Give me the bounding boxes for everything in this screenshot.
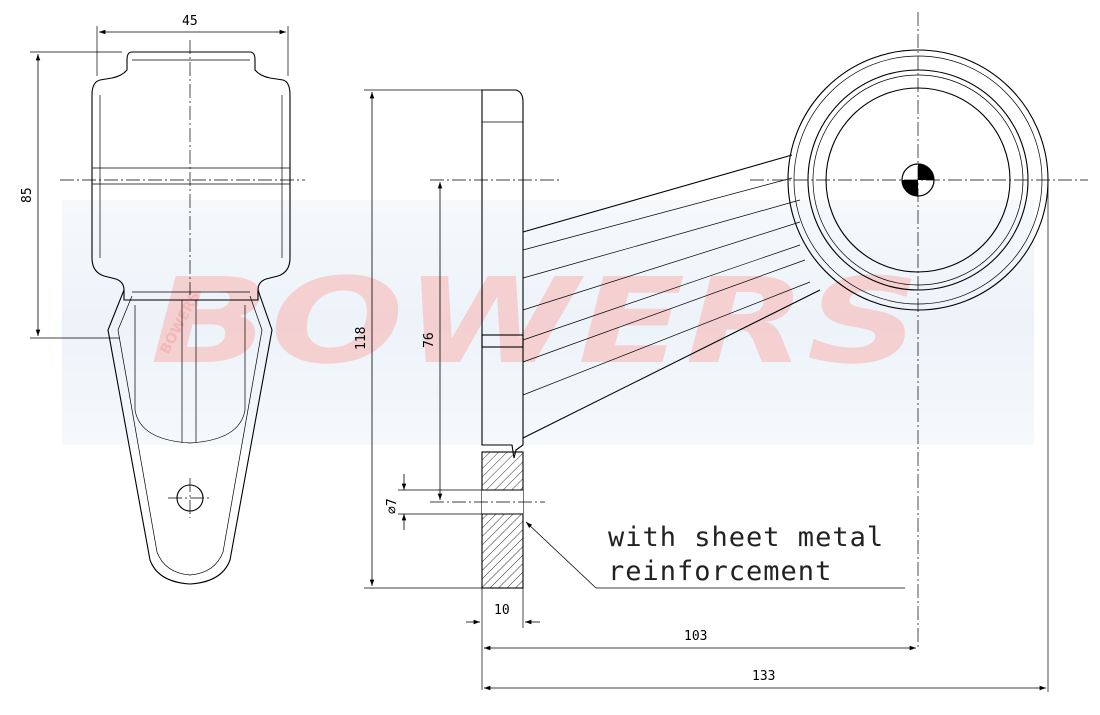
note-line-2: reinforcement — [608, 556, 832, 587]
dim-overall-length: 133 — [752, 669, 775, 684]
reinforcement-section — [481, 451, 524, 589]
note-line-1: with sheet metal — [608, 522, 884, 553]
front-view — [60, 40, 305, 585]
dim-lens-center-offset: 103 — [684, 629, 707, 644]
front-view-dimensions: 45 85 — [20, 14, 289, 339]
dim-front-width: 45 — [182, 14, 198, 29]
side-view — [430, 12, 1088, 650]
side-view-dimensions: 118 76 ⌀7 10 103 133 — [354, 89, 1049, 692]
watermark: BOWERS BOWERS — [62, 200, 1034, 445]
dim-front-height: 85 — [20, 187, 35, 203]
dim-hole-spacing: 76 — [422, 332, 437, 348]
dim-overall-height: 118 — [354, 327, 369, 350]
dim-hole-diameter: ⌀7 — [385, 498, 400, 514]
reinforcement-note: with sheet metal reinforcement — [525, 521, 905, 589]
watermark-band — [62, 200, 1034, 445]
watermark-brand-text: BOWERS — [150, 252, 920, 390]
dim-flange-thickness: 10 — [494, 603, 510, 618]
